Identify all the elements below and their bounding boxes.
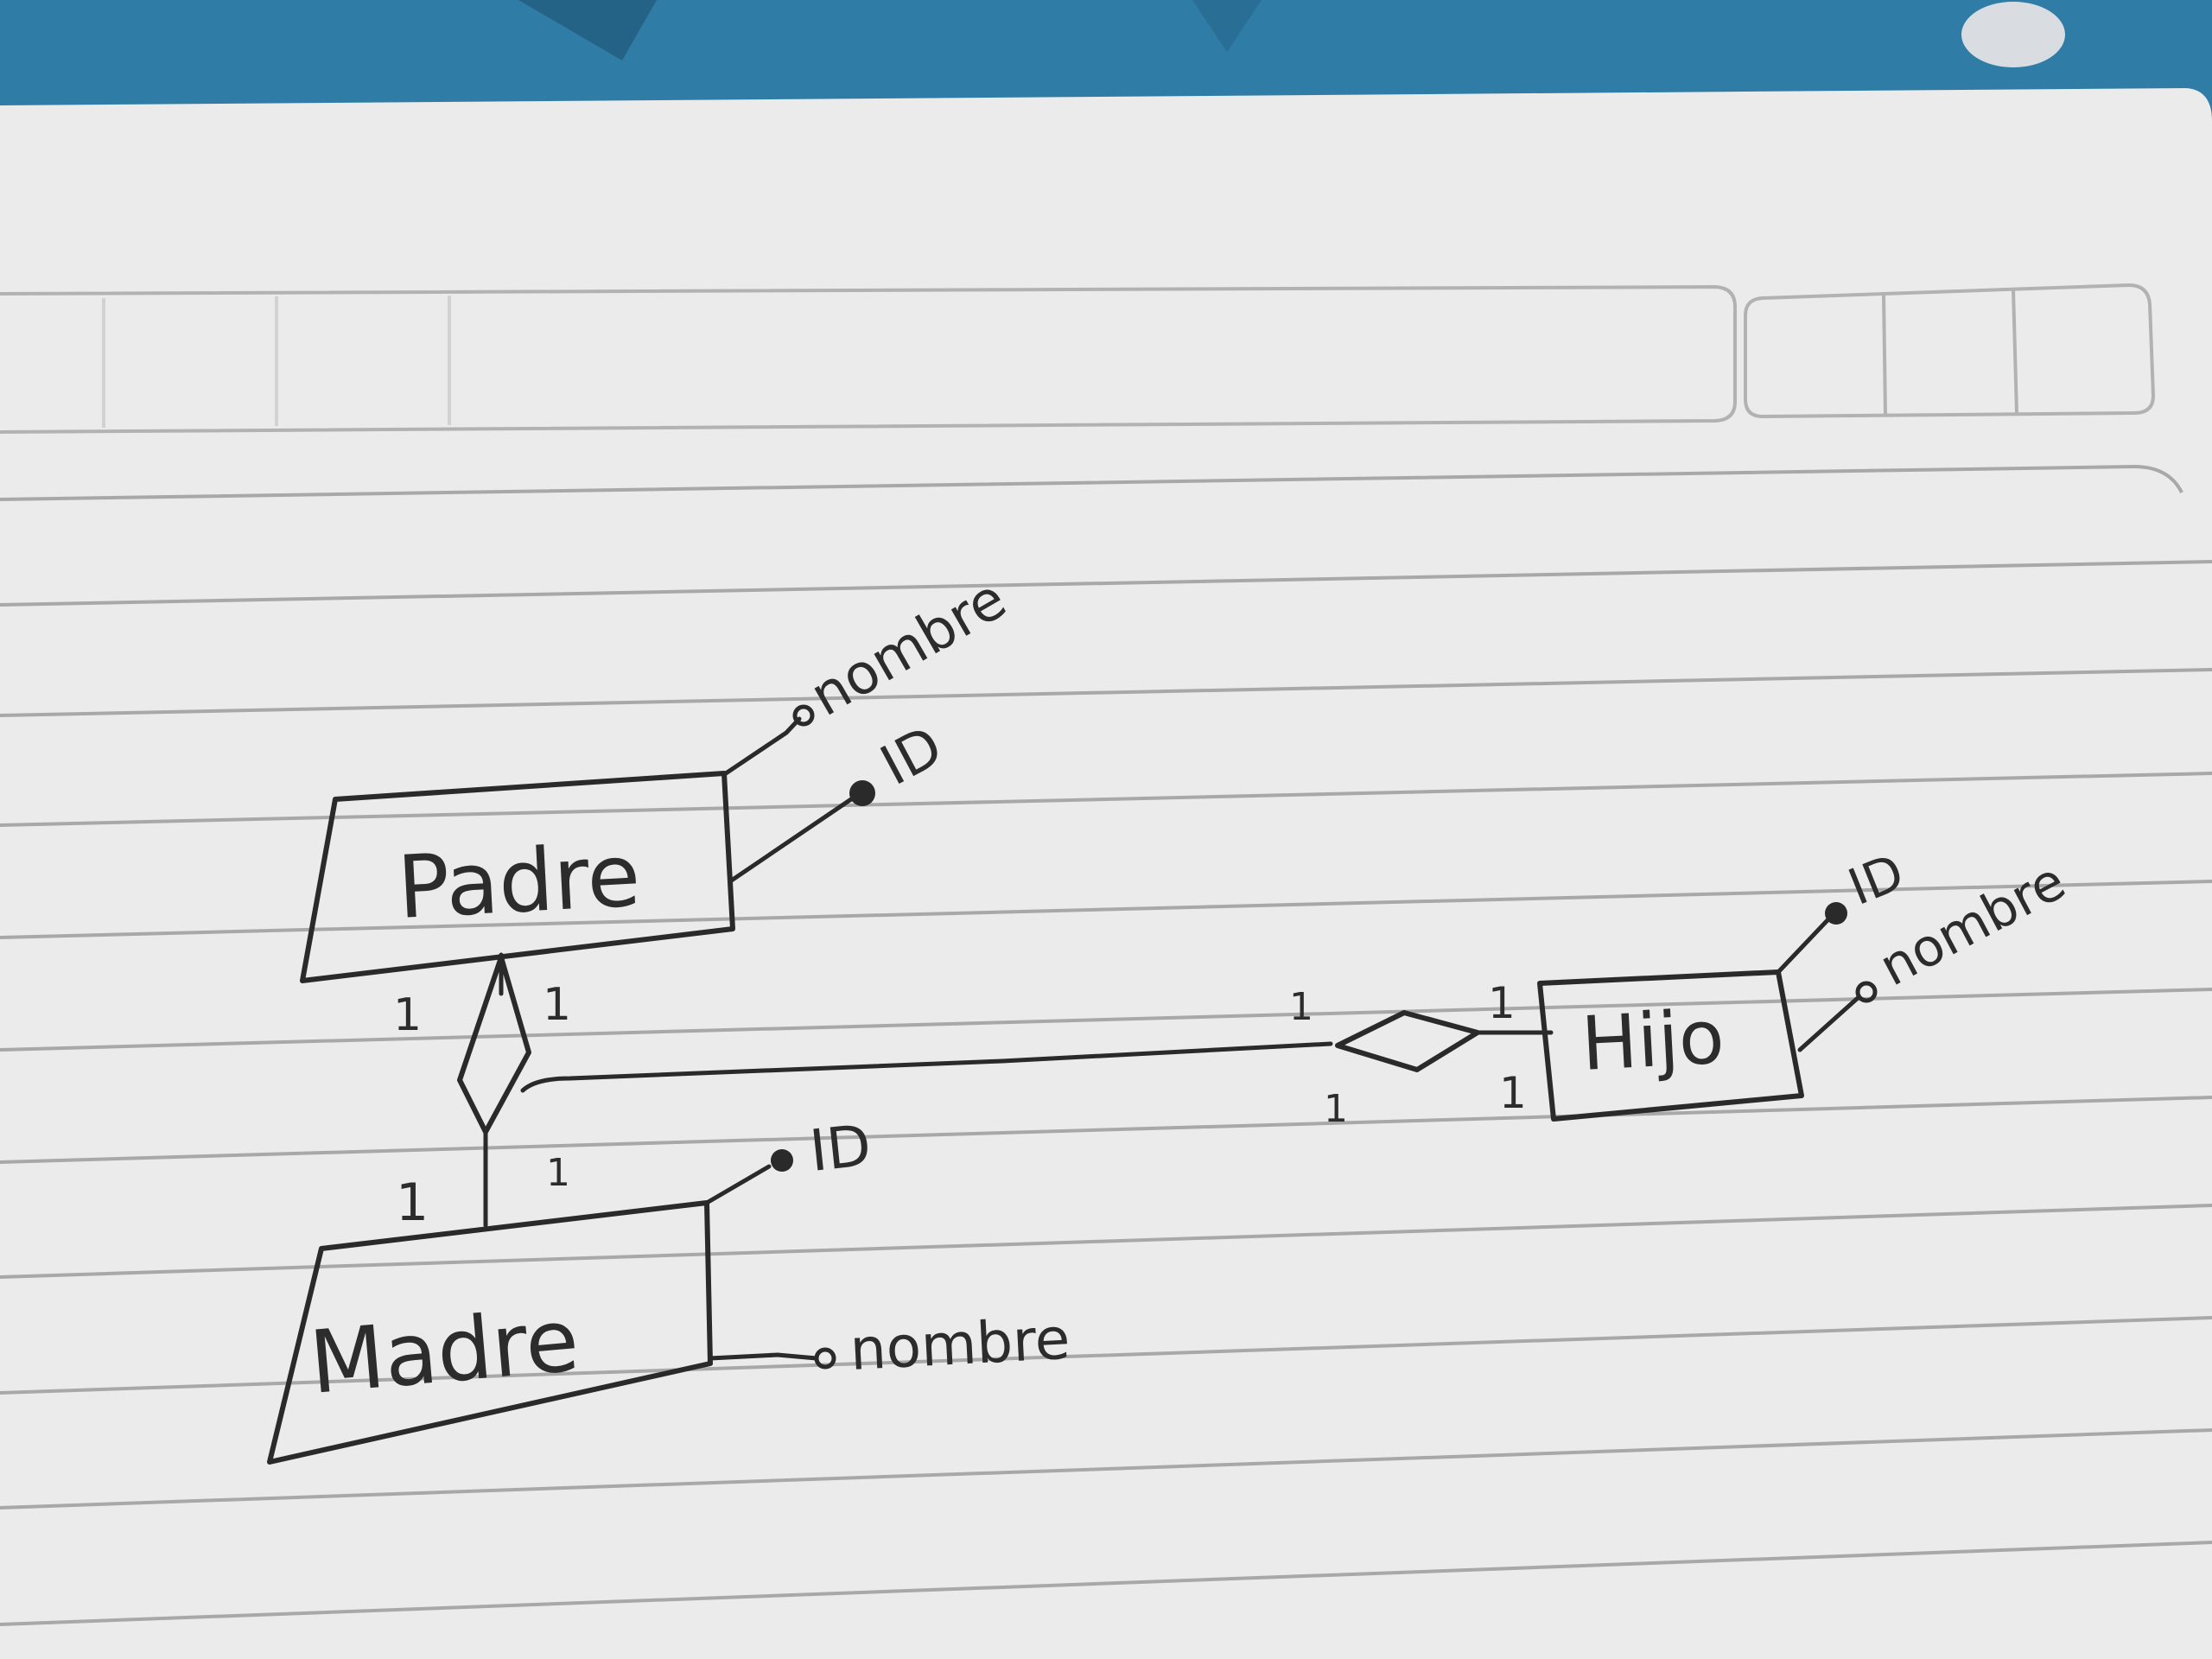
- rel-left-to-right-line: [520, 1041, 1333, 1093]
- hijo-nombre-attr-circle: [1855, 981, 1878, 1003]
- cardinality-hijo-bottom: 1: [1499, 1068, 1527, 1118]
- ruled-lines: [0, 464, 2212, 1626]
- cardinality-padre-left: 1: [393, 989, 422, 1041]
- entity-hijo: Hijo: [1537, 969, 1804, 1122]
- entity-hijo-box: [1537, 969, 1804, 1122]
- bright-spot: [1961, 2, 2065, 67]
- hijo-attributes: ID nombre: [1776, 842, 2075, 1052]
- relationship-diamond-right: [1335, 1010, 1480, 1072]
- madre-id-label: ID: [807, 1112, 874, 1185]
- entity-padre: Padre: [300, 771, 735, 983]
- padre-nombre-line: [723, 716, 802, 776]
- madre-attributes: ID nombre: [704, 1112, 1071, 1383]
- padre-id-key-circle: [849, 780, 875, 806]
- hijo-nombre-line: [1797, 995, 1860, 1052]
- hijo-id-label: ID: [1840, 842, 1912, 917]
- padre-nombre-attr-circle: [792, 704, 815, 727]
- entity-madre-label: Madre: [306, 1289, 582, 1414]
- padre-attributes: nombre ID: [723, 567, 1017, 884]
- padre-id-label: ID: [871, 715, 953, 798]
- hijo-id-key-circle: [1825, 902, 1847, 925]
- cardinality-rel-left-bottom: 1: [1324, 1087, 1348, 1131]
- relationship-padre-madre: [457, 952, 1333, 1228]
- entity-padre-label: Padre: [395, 824, 643, 938]
- header-boxes: [0, 283, 2156, 434]
- madre-nombre-label: nombre: [849, 1306, 1071, 1383]
- entity-hijo-label: Hijo: [1580, 994, 1726, 1088]
- entity-madre-box: [267, 1200, 713, 1465]
- cardinality-madre-left: 1: [396, 1173, 429, 1233]
- cardinality-rel-left-top: 1: [1289, 985, 1313, 1029]
- cardinalities-left: 1 1 1 1: [393, 979, 571, 1233]
- entity-madre: Madre: [267, 1200, 713, 1465]
- entity-padre-box: [300, 771, 735, 983]
- cardinality-hijo-top: 1: [1488, 978, 1516, 1028]
- relationship-hijo: 1 1 1 1: [1289, 978, 1554, 1131]
- madre-id-line: [704, 1164, 772, 1205]
- cardinality-padre-right: 1: [543, 979, 571, 1031]
- madre-nombre-attr-circle: [814, 1347, 836, 1370]
- padre-nombre-label: nombre: [800, 567, 1017, 729]
- madre-nombre-line: [708, 1352, 819, 1361]
- relationship-diamond-left: [457, 955, 531, 1135]
- cardinality-madre-right: 1: [546, 1151, 570, 1195]
- padre-id-line: [728, 797, 854, 884]
- hijo-id-line: [1776, 918, 1830, 975]
- madre-id-key-circle: [771, 1149, 793, 1172]
